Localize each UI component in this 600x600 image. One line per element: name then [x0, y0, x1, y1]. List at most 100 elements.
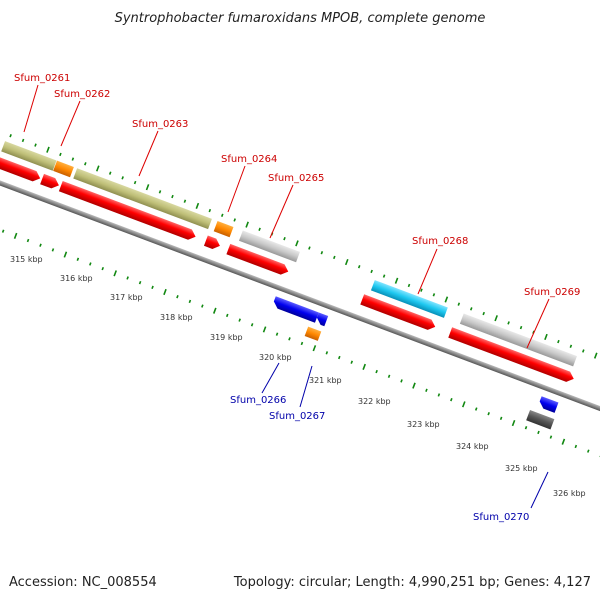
gene-feature-orange-0267[interactable]: [304, 326, 322, 341]
forward-leader-lines: [23, 84, 550, 349]
minor-tick: [1, 229, 5, 233]
major-tick: [262, 326, 267, 333]
kbp-label: 315 kbp: [10, 255, 43, 264]
kbp-label: 325 kbp: [505, 464, 538, 473]
minor-tick: [320, 251, 324, 255]
kbp-label: 323 kbp: [407, 420, 440, 429]
kbp-label: 316 kbp: [60, 274, 93, 283]
minor-tick: [208, 208, 212, 213]
cds-arrow-0269[interactable]: [448, 327, 575, 384]
gene-label-sfum-0266[interactable]: Sfum_0266: [230, 395, 286, 406]
minor-tick: [300, 341, 304, 346]
major-tick: [295, 240, 299, 247]
minor-tick: [59, 152, 62, 157]
cds-arrow-0265[interactable]: [226, 243, 290, 277]
minor-tick: [158, 190, 162, 194]
gene-label-sfum-0263[interactable]: Sfum_0263: [132, 119, 188, 130]
cds-arrow-0261[interactable]: [0, 157, 42, 183]
minor-tick: [238, 318, 241, 322]
genome-backbone: [0, 173, 600, 425]
minor-tick: [126, 276, 129, 280]
kbp-label: 318 kbp: [160, 313, 193, 322]
minor-tick: [382, 274, 386, 278]
minor-tick: [21, 138, 25, 143]
gene-label-sfum-0267[interactable]: Sfum_0267: [269, 411, 325, 422]
minor-tick: [474, 407, 478, 411]
minor-tick: [288, 337, 291, 341]
major-tick: [13, 232, 18, 239]
gene-label-sfum-0265[interactable]: Sfum_0265: [268, 173, 324, 184]
major-tick: [412, 382, 416, 389]
gene-label-sfum-0264[interactable]: Sfum_0264: [221, 154, 277, 165]
minor-tick: [582, 349, 585, 353]
kbp-label: 322 kbp: [358, 397, 391, 406]
major-tick: [344, 258, 349, 266]
minor-tick: [308, 246, 311, 250]
major-tick: [494, 315, 498, 322]
minor-tick: [51, 248, 55, 252]
gene-feature-orange-0264[interactable]: [213, 220, 234, 238]
minor-tick: [387, 374, 391, 378]
major-tick: [544, 333, 548, 341]
cds-arrow-0267[interactable]: [315, 312, 329, 327]
gene-feature-gray-0265[interactable]: [238, 230, 300, 263]
minor-tick: [469, 307, 473, 311]
kbp-label: 317 kbp: [110, 293, 143, 302]
major-tick: [593, 352, 598, 359]
minor-tick: [220, 213, 224, 217]
forward-tick-row: [9, 134, 598, 359]
cds-arrow-0268[interactable]: [360, 294, 437, 332]
minor-tick: [275, 332, 279, 336]
minor-tick: [34, 143, 37, 147]
gene-feature-orange-0262[interactable]: [53, 160, 74, 178]
minor-tick: [76, 257, 80, 261]
major-tick: [362, 363, 366, 370]
major-tick: [95, 165, 100, 172]
minor-tick: [26, 238, 30, 243]
minor-tick: [325, 351, 329, 355]
minor-tick: [507, 321, 510, 325]
minor-tick: [283, 236, 286, 241]
major-tick: [511, 419, 516, 427]
minor-tick: [84, 162, 87, 166]
major-tick: [163, 288, 167, 296]
minor-tick: [420, 288, 423, 292]
gene-label-sfum-0262[interactable]: Sfum_0262: [54, 89, 110, 100]
map-track: [0, 134, 600, 458]
minor-tick: [537, 430, 540, 435]
minor-tick: [574, 444, 578, 449]
minor-tick: [250, 323, 254, 327]
cds-arrow-0262[interactable]: [40, 173, 61, 191]
gene-feature-gray-0269[interactable]: [459, 313, 577, 367]
minor-tick: [487, 412, 490, 416]
gene-label-sfum-0268[interactable]: Sfum_0268: [412, 236, 468, 247]
minor-tick: [225, 313, 229, 318]
major-tick: [195, 202, 200, 209]
gene-feature-cyan-0268[interactable]: [370, 280, 448, 318]
minor-tick: [176, 295, 179, 299]
cds-arrow-0270[interactable]: [538, 396, 559, 413]
accession-text: Accession: NC_008554: [9, 575, 157, 590]
minor-tick: [9, 134, 12, 138]
cds-arrow-0266[interactable]: [272, 296, 319, 323]
cds-arrow-0263[interactable]: [58, 180, 198, 242]
kbp-label: 319 kbp: [210, 333, 243, 342]
gene-feature-olive-0263[interactable]: [73, 168, 212, 230]
minor-tick: [71, 157, 75, 161]
minor-tick: [587, 449, 590, 453]
minor-tick: [437, 393, 441, 397]
minor-tick: [108, 171, 112, 175]
gene-feature-olive-0261[interactable]: [1, 141, 57, 171]
gene-label-sfum-0269[interactable]: Sfum_0269: [524, 287, 580, 298]
gene-label-sfum-0270[interactable]: Sfum_0270: [473, 512, 529, 523]
cds-arrow-0264[interactable]: [203, 235, 222, 251]
major-tick: [145, 184, 150, 191]
minor-tick: [357, 265, 361, 269]
gene-label-sfum-0261[interactable]: Sfum_0261: [14, 73, 70, 84]
minor-tick: [407, 283, 411, 288]
minor-tick: [450, 397, 453, 402]
gene-feature-gray-0270[interactable]: [526, 409, 555, 430]
genome-title: Syntrophobacter fumaroxidans MPOB, compl…: [115, 11, 486, 26]
kbp-label: 326 kbp: [553, 489, 586, 498]
